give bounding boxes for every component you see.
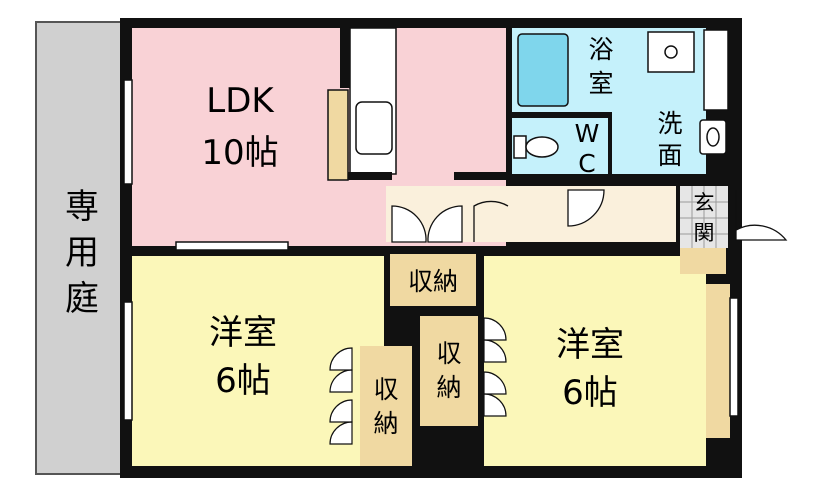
storage-right-closet (706, 284, 730, 438)
entrance-label-1: 玄 (694, 191, 715, 215)
storage-bottom-label-1: 収 (373, 375, 398, 404)
western-right-size-label: 6帖 (562, 373, 618, 413)
storage-mid-label-1: 収 (436, 339, 461, 368)
western-left-label: 洋室 (209, 313, 277, 353)
washroom-label-1: 洗 (657, 109, 682, 138)
closet-doors (329, 317, 507, 445)
garden-label-1: 専 (65, 187, 99, 227)
door-swings (391, 189, 788, 243)
washroom-label-2: 面 (657, 141, 682, 170)
bathtub-icon (517, 33, 569, 107)
refrigerator-space (327, 89, 349, 181)
western-right-label: 洋室 (556, 325, 624, 365)
kitchen-wall-bottom (348, 172, 392, 180)
western-room-right (484, 256, 706, 466)
kitchen-counter (349, 27, 397, 175)
partition-wall (340, 28, 350, 88)
ldk-size-label: 10帖 (201, 133, 278, 173)
garden-label-2: 用 (65, 233, 99, 273)
toilet-icon (513, 135, 559, 159)
storage-bottom (360, 346, 412, 466)
bath-label-2: 室 (588, 69, 613, 98)
shoe-box (680, 248, 726, 274)
ldk-label: LDK (206, 81, 275, 121)
storage-bottom-label-2: 納 (373, 409, 398, 438)
washing-machine-icon (647, 31, 695, 73)
bath-label-1: 浴 (588, 35, 613, 64)
private-garden-area (35, 21, 129, 475)
storage-top (390, 254, 476, 306)
entrance-label-2: 関 (694, 221, 715, 245)
windows (123, 29, 739, 421)
wc-label-1: W (575, 119, 600, 148)
wash-basin-icon (699, 119, 727, 155)
entrance-tiles (680, 186, 728, 248)
wc-label-2: C (578, 149, 595, 178)
garden-label-3: 庭 (65, 279, 99, 319)
western-left-size-label: 6帖 (215, 361, 271, 401)
storage-mid-label-2: 納 (436, 373, 461, 402)
storage-mid (420, 316, 478, 426)
kitchen-wall-bottom2 (454, 172, 510, 180)
storage-top-label: 収納 (408, 267, 458, 296)
